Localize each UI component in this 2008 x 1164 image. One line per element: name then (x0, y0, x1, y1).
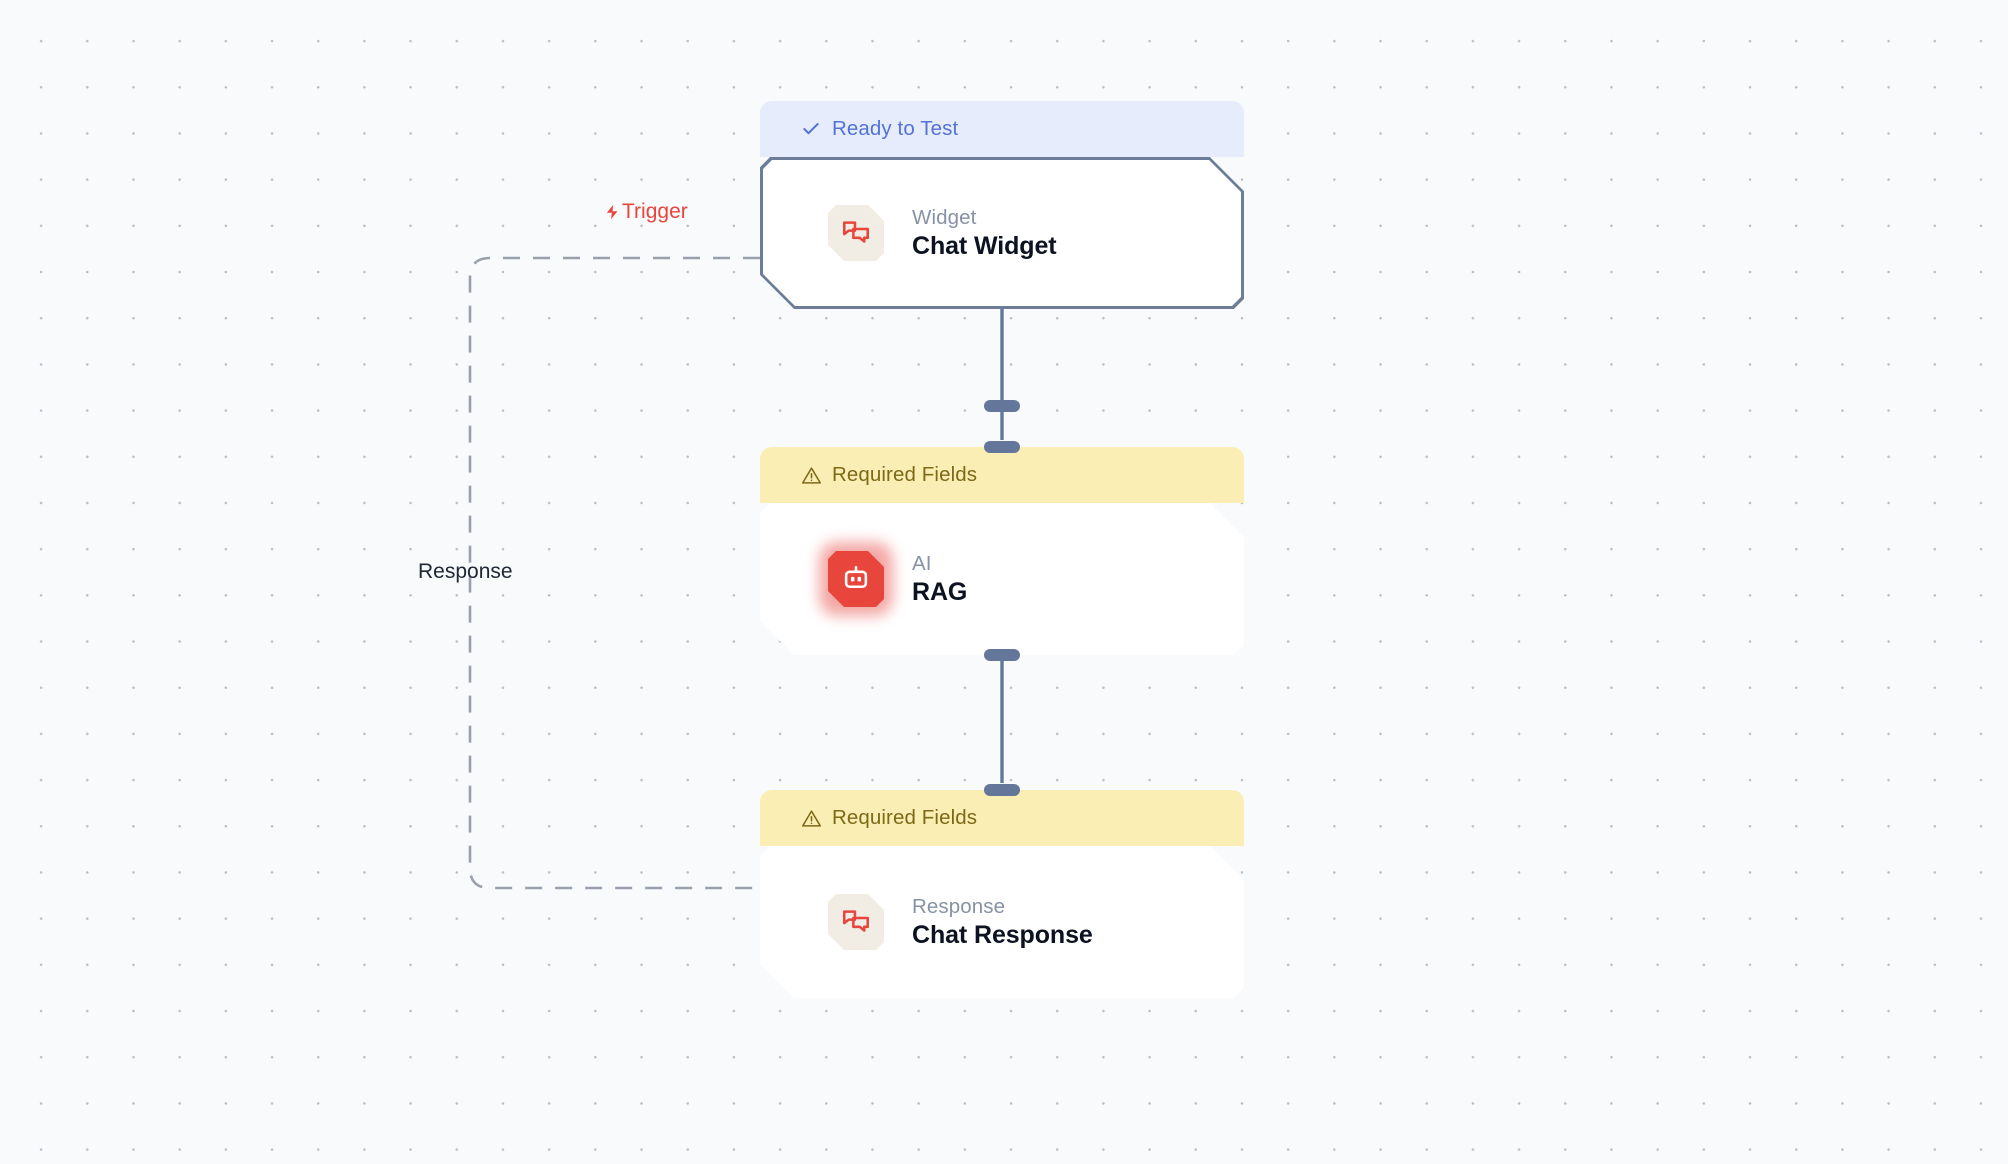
node-handle-bottom-chat-widget[interactable] (984, 400, 1020, 412)
node-status-badge-text: Ready to Test (832, 117, 959, 140)
robot-icon-wrapper (828, 551, 884, 607)
warning-triangle-icon (800, 464, 822, 486)
node-status-badge-ready-to-test: Ready to Test (760, 101, 1244, 157)
node-card-chat-widget[interactable]: Widget Chat Widget (760, 157, 1244, 309)
node-kind-label: AI (912, 551, 932, 575)
robot-icon (828, 551, 884, 607)
node-status-badge-text: Required Fields (832, 463, 978, 486)
node-kind-label: Widget (912, 205, 977, 229)
node-title-label: Chat Widget (912, 231, 1057, 260)
node-rag[interactable]: Required Fields AI RAG (760, 441, 1244, 661)
check-icon (800, 118, 822, 140)
node-chat-widget[interactable]: Ready to Test Widget Chat Widget (760, 101, 1244, 412)
chat-bubbles-icon (828, 894, 884, 950)
node-card-chat-response[interactable]: Response Chat Response (760, 846, 1244, 998)
edge-label-response-text: Response (418, 560, 513, 583)
edge-label-response: Response (418, 560, 513, 584)
node-card-rag[interactable]: AI RAG (760, 503, 1244, 655)
node-title-label: RAG (912, 577, 968, 606)
node-text-chat-widget: Widget Chat Widget (912, 206, 1057, 261)
edge-label-trigger: Trigger (604, 200, 688, 224)
node-status-badge-required-fields-response: Required Fields (760, 790, 1244, 846)
node-text-rag: AI RAG (912, 552, 967, 607)
warning-triangle-icon (800, 807, 822, 829)
node-status-badge-required-fields-rag: Required Fields (760, 447, 1244, 503)
node-kind-label: Response (912, 894, 1006, 918)
dashed-feedback-edge (468, 256, 760, 890)
edge-label-trigger-text: Trigger (622, 200, 688, 223)
node-text-chat-response: Response Chat Response (912, 895, 1093, 950)
node-chat-response[interactable]: Required Fields Response Chat Response (760, 784, 1244, 998)
node-handle-top-chat-response[interactable] (984, 784, 1020, 796)
node-status-badge-text: Required Fields (832, 806, 978, 829)
lightning-bolt-icon (606, 204, 618, 220)
node-handle-bottom-rag[interactable] (984, 649, 1020, 661)
chat-bubbles-icon (828, 205, 884, 261)
node-title-label: Chat Response (912, 920, 1093, 949)
node-handle-top-rag[interactable] (984, 441, 1020, 453)
